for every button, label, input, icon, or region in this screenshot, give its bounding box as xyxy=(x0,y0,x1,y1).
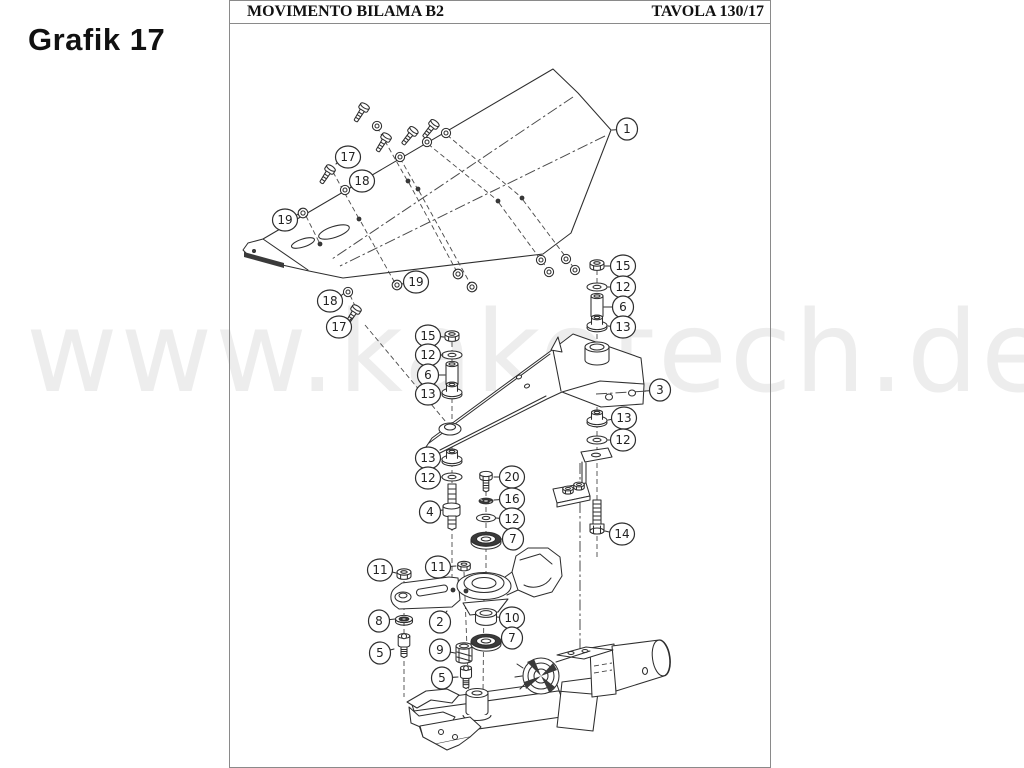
callout-5: 5 xyxy=(432,667,459,689)
svg-text:15: 15 xyxy=(615,259,630,273)
callout-20: 20 xyxy=(494,466,525,488)
svg-text:18: 18 xyxy=(354,174,369,188)
callout-4: 4 xyxy=(420,501,444,523)
callout-1: 1 xyxy=(612,118,638,140)
svg-text:3: 3 xyxy=(656,383,664,397)
part-arm xyxy=(391,548,562,615)
stack-left-upper xyxy=(441,330,463,400)
callout-17: 17 xyxy=(327,316,353,338)
callout-5: 5 xyxy=(370,642,395,664)
svg-text:17: 17 xyxy=(340,150,355,164)
arm-yoke xyxy=(505,548,562,597)
stack-right-upper xyxy=(586,259,608,333)
svg-text:5: 5 xyxy=(438,671,446,685)
callout-13: 13 xyxy=(416,383,442,405)
callout-6: 6 xyxy=(604,296,634,318)
base-clevis xyxy=(407,689,481,750)
svg-text:12: 12 xyxy=(504,512,519,526)
svg-text:11: 11 xyxy=(430,560,445,574)
svg-text:10: 10 xyxy=(504,611,519,625)
plate-slot xyxy=(290,222,351,251)
base-housing xyxy=(590,644,616,697)
svg-text:2: 2 xyxy=(436,615,444,629)
callout-6: 6 xyxy=(418,364,446,386)
parts-center-lower xyxy=(470,609,502,652)
svg-text:18: 18 xyxy=(322,294,337,308)
svg-text:11: 11 xyxy=(372,563,387,577)
svg-text:12: 12 xyxy=(615,433,630,447)
svg-text:12: 12 xyxy=(420,471,435,485)
svg-text:15: 15 xyxy=(420,329,435,343)
lock-washer-16 xyxy=(479,498,493,504)
callout-16: 16 xyxy=(494,488,525,510)
stack-left-lower xyxy=(441,448,463,530)
base-cylinder xyxy=(612,639,672,691)
svg-text:7: 7 xyxy=(509,532,517,546)
z-bracket xyxy=(553,448,612,507)
svg-text:1: 1 xyxy=(623,122,631,136)
bracket-boss xyxy=(585,342,609,365)
svg-text:19: 19 xyxy=(277,213,292,227)
svg-text:5: 5 xyxy=(376,646,384,660)
svg-text:6: 6 xyxy=(619,300,627,314)
callout-7: 7 xyxy=(501,528,524,550)
stack-center xyxy=(396,470,502,580)
callout-12: 12 xyxy=(608,429,636,451)
callout-12: 12 xyxy=(496,508,525,530)
callout-12: 12 xyxy=(416,344,444,366)
svg-text:7: 7 xyxy=(508,631,516,645)
callout-7: 7 xyxy=(501,627,523,649)
callout-15: 15 xyxy=(605,255,636,277)
base-brace xyxy=(557,677,600,731)
bolt-4 xyxy=(443,484,460,530)
svg-text:4: 4 xyxy=(426,505,434,519)
bushing-9 xyxy=(456,643,472,663)
callout-18: 18 xyxy=(350,170,375,192)
callout-17: 17 xyxy=(336,146,361,168)
svg-text:17: 17 xyxy=(331,320,346,334)
svg-text:9: 9 xyxy=(436,643,444,657)
callout-10: 10 xyxy=(497,607,525,629)
base-joint xyxy=(515,651,592,694)
svg-text:13: 13 xyxy=(420,451,435,465)
callout-18: 18 xyxy=(318,290,344,312)
callout-3: 3 xyxy=(645,379,671,401)
callout-2: 2 xyxy=(430,611,451,633)
callout-19: 19 xyxy=(273,209,299,231)
stack-right-lower xyxy=(553,409,612,534)
bolt-14 xyxy=(590,500,604,534)
svg-text:13: 13 xyxy=(616,411,631,425)
callout-11: 11 xyxy=(426,556,457,578)
svg-text:20: 20 xyxy=(504,470,519,484)
callout-12: 12 xyxy=(416,467,442,489)
part-base-assembly xyxy=(407,639,672,750)
part-plate xyxy=(243,69,611,278)
svg-text:12: 12 xyxy=(420,348,435,362)
base-boss xyxy=(463,689,491,721)
svg-text:13: 13 xyxy=(420,387,435,401)
svg-text:8: 8 xyxy=(375,614,383,628)
svg-text:16: 16 xyxy=(504,492,519,506)
callout-12: 12 xyxy=(608,276,636,298)
callout-8: 8 xyxy=(369,610,396,632)
svg-text:14: 14 xyxy=(614,527,629,541)
callout-14: 14 xyxy=(605,523,635,545)
part-bracket xyxy=(426,334,649,454)
bracket-left-boss xyxy=(439,423,461,435)
page-title: Grafik 17 xyxy=(28,22,166,57)
svg-text:19: 19 xyxy=(408,275,423,289)
callout-11: 11 xyxy=(368,559,397,581)
svg-text:12: 12 xyxy=(615,280,630,294)
callout-19: 19 xyxy=(402,271,429,293)
svg-text:6: 6 xyxy=(424,368,432,382)
svg-text:13: 13 xyxy=(615,320,630,334)
callout-13: 13 xyxy=(608,407,637,429)
fasteners-lower-left xyxy=(396,615,473,690)
callout-13: 13 xyxy=(416,447,442,469)
callout-13: 13 xyxy=(608,316,636,338)
callout-9: 9 xyxy=(430,639,456,661)
ring-10 xyxy=(476,609,497,626)
